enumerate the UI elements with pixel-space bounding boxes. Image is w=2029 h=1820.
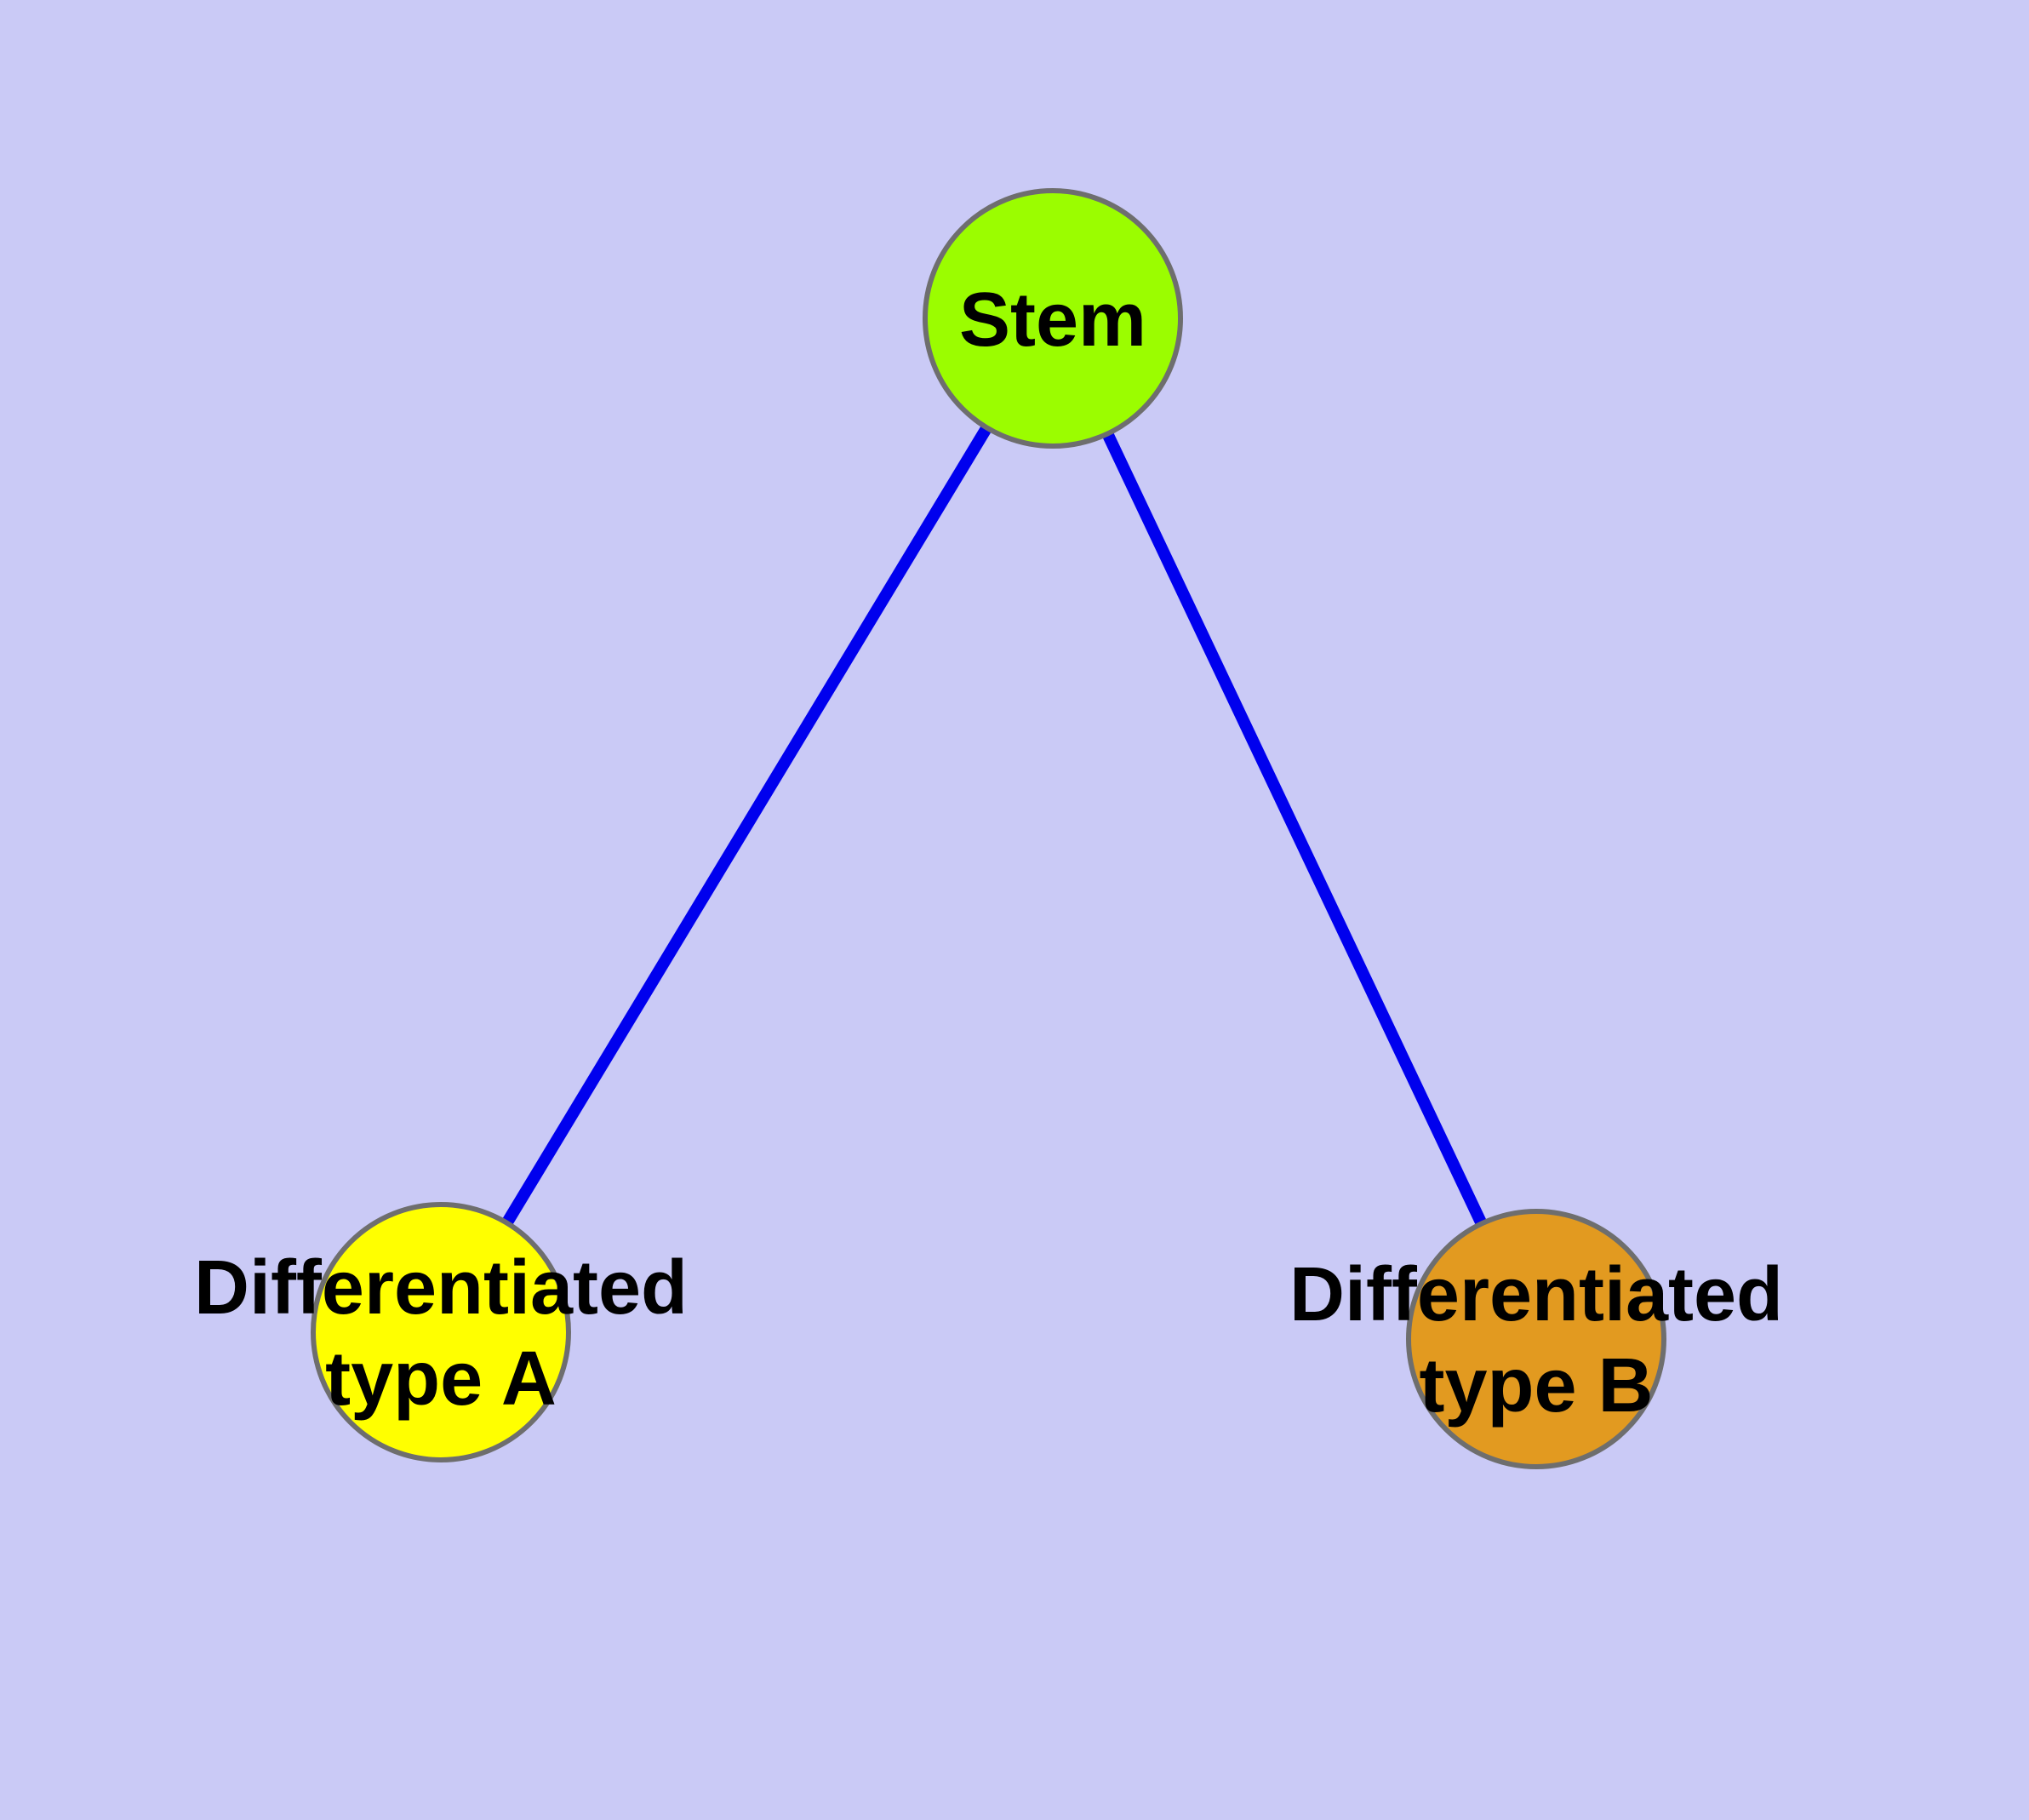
node-label-type-a-line1: Differentiated [194,1245,688,1331]
edge-stem-to-type-a [436,315,1058,1336]
node-stem [923,188,1183,449]
node-differentiated-type-b [1406,1209,1666,1469]
node-differentiated-type-a [311,1202,571,1462]
node-label-type-b-line1: Differentiated [1289,1252,1783,1337]
node-label-type-b-line2: type B [1419,1343,1653,1428]
edge-stem-to-type-b [1047,316,1542,1342]
node-label-stem: Stem [959,278,1146,363]
node-label-type-a-line2: type A [325,1336,557,1422]
